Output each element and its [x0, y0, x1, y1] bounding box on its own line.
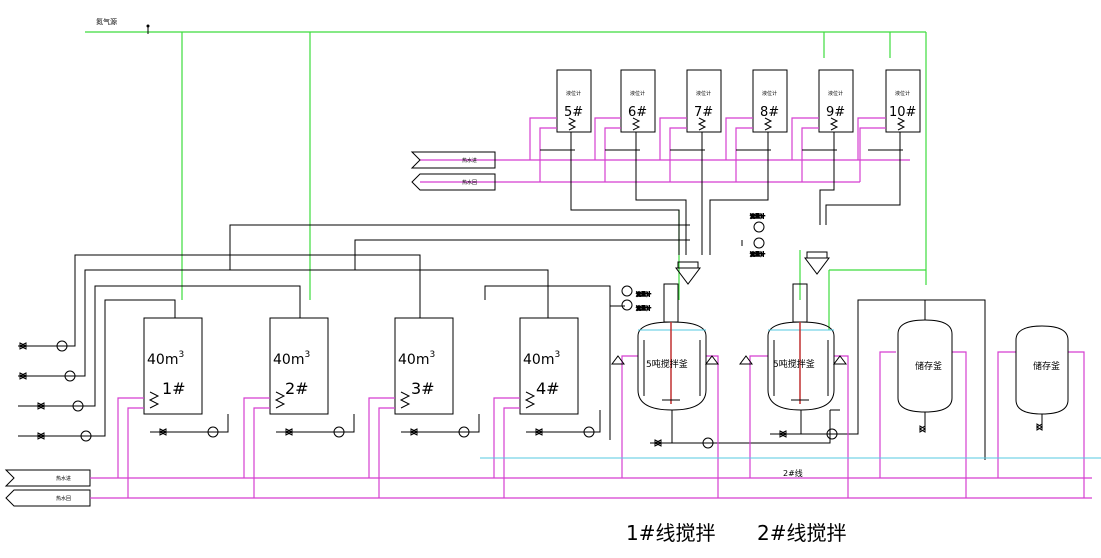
svg-text:热水进: 热水进 — [462, 157, 477, 164]
svg-text:液位计: 液位计 — [630, 90, 645, 97]
large-tank-labels: 40m3 1# 40m3 2# 40m3 3# 40m3 4# — [147, 350, 560, 398]
tank-2-label: 2# — [285, 379, 309, 398]
large-tanks — [143, 317, 579, 415]
small-tank-outlet-lines — [540, 132, 903, 255]
tank-10-label: 10# — [889, 105, 916, 120]
nitrogen-source-label: 氮气源 — [96, 17, 117, 26]
mixer-1-label: 5吨搅拌釜 — [646, 358, 688, 370]
small-tanks: 液位计 液位计 液位计 液位计 液位计 液位计 — [556, 69, 921, 133]
tank-7-label: 7# — [694, 105, 713, 120]
svg-text:流量计: 流量计 — [750, 251, 765, 258]
tank-bottom-lines — [150, 299, 986, 460]
svg-text:流量计: 流量计 — [636, 305, 651, 312]
line-2-label: 2#线 — [783, 468, 803, 478]
svg-text:40m3: 40m3 — [147, 350, 184, 368]
hoppers — [611, 251, 847, 365]
tank-1-label: 1# — [162, 379, 186, 398]
footer-line-2: 2#线搅拌 — [757, 521, 846, 545]
svg-text:液位计: 液位计 — [762, 90, 777, 97]
tank-8-label: 8# — [760, 105, 779, 120]
flow-meters: 流量计 流量计 流量计 流量计 — [621, 213, 766, 313]
svg-text:热水进: 热水进 — [56, 475, 71, 482]
svg-text:液位计: 液位计 — [566, 90, 581, 97]
tank-6-label: 6# — [628, 105, 647, 120]
mixer-2-label: 5吨搅拌釜 — [773, 358, 815, 370]
tank-5-label: 5# — [564, 105, 583, 120]
nitrogen-lines — [85, 31, 927, 330]
tank-internals — [567, 117, 906, 131]
svg-text:液位计: 液位计 — [895, 90, 910, 97]
svg-text:40m3: 40m3 — [523, 350, 560, 368]
footer-line-1: 1#线搅拌 — [626, 521, 715, 545]
mixer-bottom-lines — [609, 240, 802, 443]
storage-1-label: 储存釜 — [915, 360, 942, 372]
svg-text:液位计: 液位计 — [696, 90, 711, 97]
bottom-heating-lines — [90, 351, 1092, 499]
large-tank-coils — [148, 391, 536, 409]
tank-3-label: 3# — [411, 379, 435, 398]
banner-arrows: 热水进 热水回 热水进 热水回 — [4, 151, 496, 507]
storage-2-label: 储存釜 — [1033, 360, 1060, 372]
svg-text:热水回: 热水回 — [462, 179, 477, 186]
svg-text:热水回: 热水回 — [56, 495, 71, 502]
svg-text:40m3: 40m3 — [273, 350, 310, 368]
svg-text:40m3: 40m3 — [398, 350, 435, 368]
mixer-vessels — [637, 283, 835, 411]
feed-lines — [18, 224, 690, 437]
tank-9-label: 9# — [826, 105, 845, 120]
svg-text:流量计: 流量计 — [750, 213, 765, 220]
tank-4-label: 4# — [536, 379, 560, 398]
svg-text:流量计: 流量计 — [636, 291, 651, 298]
small-tank-heating — [420, 117, 910, 183]
valve-marks — [18, 342, 1043, 447]
svg-text:液位计: 液位计 — [828, 90, 843, 97]
